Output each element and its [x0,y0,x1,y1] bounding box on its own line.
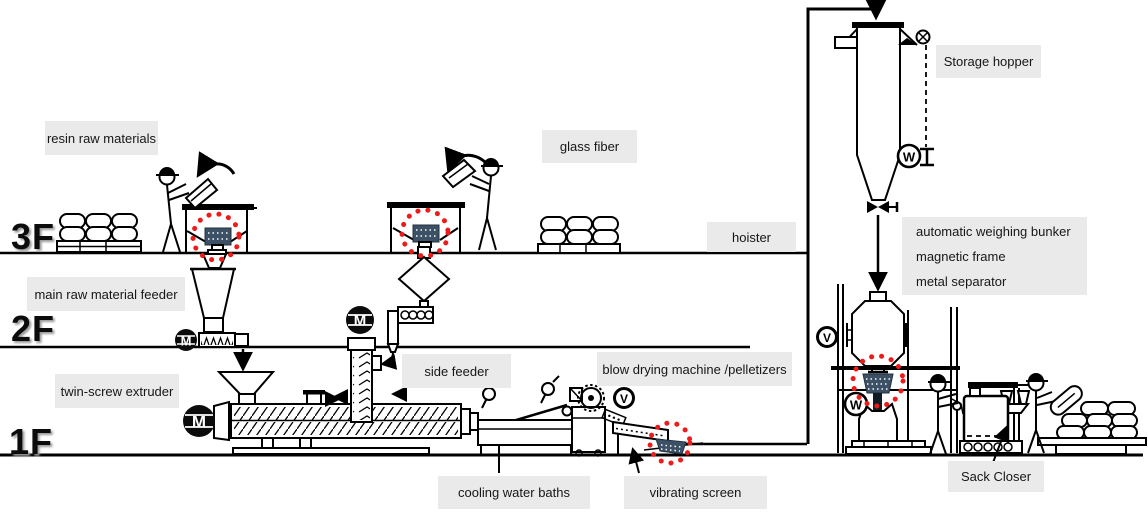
label-weighing-bunker-line1: automatic weighing bunker [916,223,1071,239]
label-main-raw-material-feeder: main raw material feeder [27,277,185,311]
glass-fiber-screw-feeder [397,306,434,324]
highlight-circle-resin-sieve [190,211,242,263]
label-sack-closer: Sack Closer [948,461,1044,492]
resin-pallet [56,213,142,253]
label-weighing-bunker: automatic weighing bunker magnetic frame… [902,217,1087,295]
floor-label-2f: 2F [11,308,56,349]
glass-fiber-pallet [537,216,621,254]
worker-carrying-sack [1026,373,1083,454]
label-weighing-bunker-line2: magnetic frame [916,248,1006,264]
support-bracket [898,38,917,45]
label-resin-raw-materials: resin raw materials [45,121,158,155]
floor-label-1f: 1F [9,421,54,462]
cutter-gear [577,384,605,412]
motor-icon-side-feeder: M [346,306,374,334]
drop-pipe [380,310,400,370]
label-hoister: hoister [707,222,796,252]
highlight-circle-glass-sieve [399,207,451,259]
blower-icon-pelletizer: V [613,387,635,409]
pouring-arrow [444,146,488,174]
highlight-circle-separator [850,353,906,409]
svg-text:V: V [823,331,831,345]
die-head [460,408,471,435]
cooling-bath [477,419,575,473]
worker-bagging [928,374,959,455]
level-indicator-icon [920,147,934,167]
sack-being-poured [441,158,477,189]
floor-label-3f: 3F [11,216,56,257]
label-blow-drying: blow drying machine /pelletizers [597,352,792,386]
gearbox [213,400,230,442]
glass-fiber-diamond-hopper [397,255,451,308]
bag-scale-platform [845,446,932,455]
sieve-insert [204,227,232,246]
main-feeder-hopper [190,267,236,333]
finished-pallet [1037,401,1147,455]
weight-sensor-icon-storage: W [896,143,922,169]
pelletizer [561,384,627,457]
svg-text:M: M [181,334,192,349]
sack-closer-machine [949,382,1032,469]
weighing-bunker-octagon [851,291,905,367]
motor-icon-extruder: M [183,405,215,437]
twin-screw-extruder-barrel [230,386,479,455]
storage-hopper: W [834,22,934,292]
sack-being-poured [184,177,219,210]
vibrating-screen-body [612,420,704,474]
label-weighing-bunker-line3: metal separator [916,273,1007,289]
highlight-circle-screen [647,420,693,466]
svg-text:M: M [354,313,367,330]
label-cooling-water-baths: cooling water baths [438,476,590,509]
glass-fiber-feed-station [387,202,465,259]
sieve-insert [412,224,440,243]
svg-text:W: W [850,398,863,413]
vibrating-screen-pointer-arrow [628,447,645,474]
svg-text:W: W [903,150,916,165]
label-vibrating-screen: vibrating screen [624,476,767,509]
label-side-feeder: side feeder [402,354,511,388]
strand-guide-2 [540,375,560,404]
svg-text:M: M [192,413,206,432]
vent-port [303,390,325,395]
label-storage-hopper: Storage hopper [936,45,1041,78]
bagging-bag [845,402,932,455]
worker-pouring-glass-fiber [441,146,503,251]
main-feeder-screw [198,332,249,348]
discharge-valve-icon [867,201,899,213]
side-feeder-column [347,337,382,423]
magnetic-separator [862,366,894,414]
rotary-valve-icon [915,29,931,45]
extruder-funnel [216,371,276,406]
feed-roll [561,405,573,417]
label-glass-fiber: glass fiber [542,130,637,163]
pneumatic-conveying-pipe [686,0,888,446]
weight-sensor-icon-bagging: W [843,391,869,417]
pouring-arrow [196,151,236,178]
motor-icon-main-feeder: M [175,329,197,351]
label-twin-screw-extruder: twin-screw extruder [55,374,179,408]
worker-pouring-resin [156,151,236,253]
blower-icon-weighing: V [816,326,838,348]
svg-text:V: V [620,392,628,406]
